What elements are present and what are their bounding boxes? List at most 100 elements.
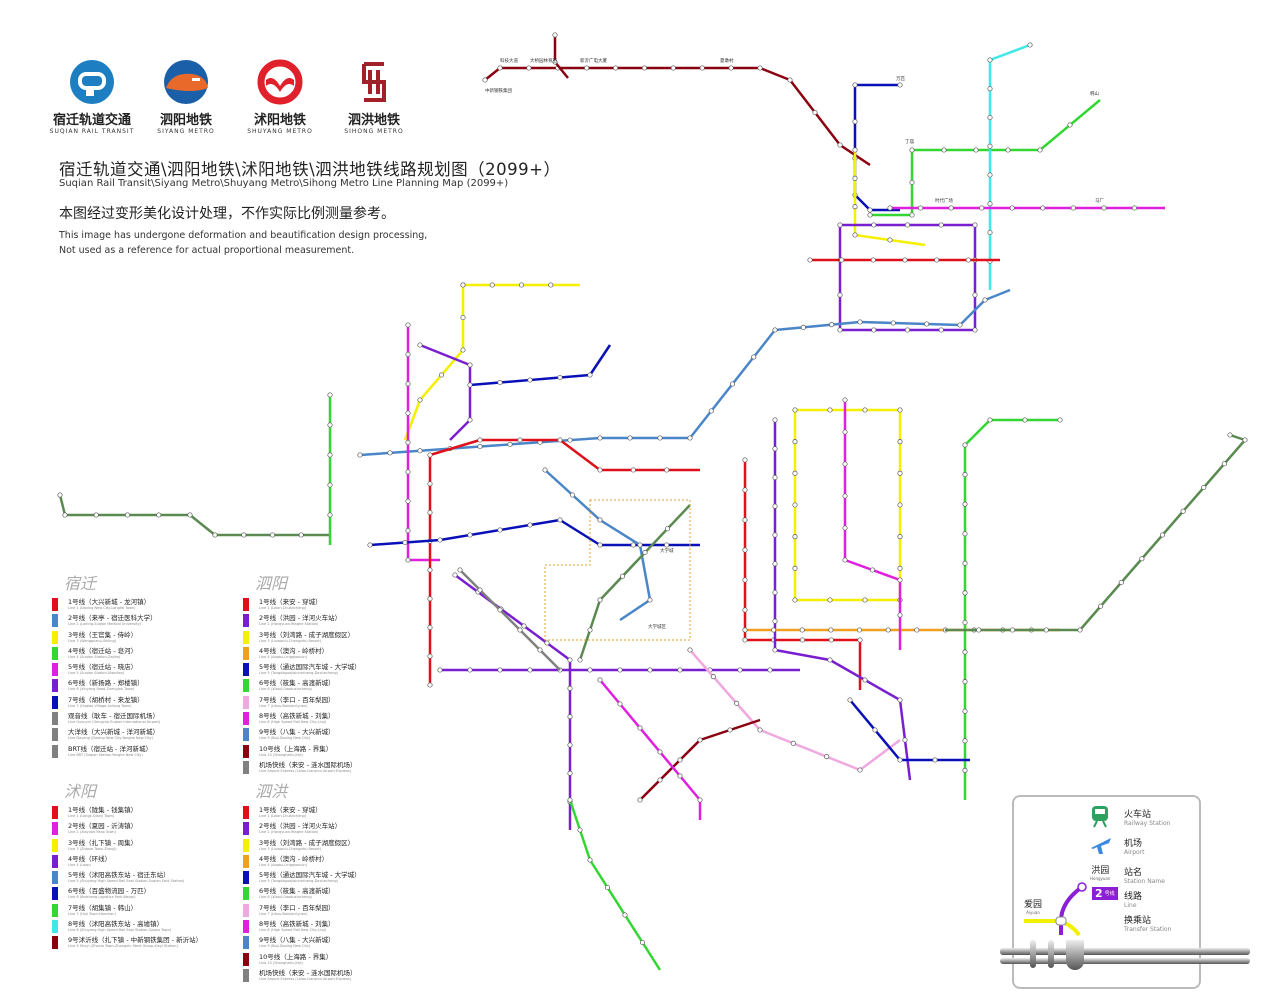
station-marker[interactable] — [57, 492, 63, 498]
station-marker[interactable] — [417, 397, 423, 403]
station-marker[interactable] — [156, 512, 162, 518]
station-marker[interactable] — [1101, 205, 1107, 211]
station-marker[interactable] — [904, 222, 911, 228]
station-marker[interactable] — [914, 627, 920, 633]
station-marker[interactable] — [687, 647, 693, 653]
station-marker[interactable] — [1098, 603, 1104, 609]
station-marker[interactable] — [477, 437, 483, 443]
station-marker[interactable] — [869, 567, 876, 573]
station-marker[interactable] — [842, 525, 848, 531]
station-marker[interactable] — [437, 537, 443, 543]
station-marker[interactable] — [587, 372, 593, 378]
station-marker[interactable] — [477, 443, 483, 450]
station-marker[interactable] — [962, 708, 968, 714]
station-marker[interactable] — [597, 597, 603, 603]
station-marker[interactable] — [187, 512, 193, 518]
station-marker[interactable] — [567, 742, 573, 748]
station-marker[interactable] — [828, 627, 834, 633]
station-marker[interactable] — [517, 627, 523, 633]
station-marker[interactable] — [427, 682, 433, 688]
station-marker[interactable] — [212, 532, 218, 538]
station-marker[interactable] — [1180, 508, 1186, 514]
station-marker[interactable] — [327, 452, 333, 458]
station-marker[interactable] — [772, 417, 778, 423]
station-marker[interactable] — [742, 627, 748, 633]
station-marker[interactable] — [467, 667, 473, 673]
station-marker[interactable] — [1005, 147, 1011, 153]
station-marker[interactable] — [567, 770, 573, 776]
station-marker[interactable] — [327, 392, 333, 398]
station-marker[interactable] — [742, 487, 748, 493]
station-marker[interactable] — [979, 205, 985, 211]
station-marker[interactable] — [902, 737, 908, 743]
station-marker[interactable] — [584, 65, 590, 71]
station-marker[interactable] — [941, 147, 947, 153]
station-marker[interactable] — [597, 542, 603, 548]
station-marker[interactable] — [897, 82, 903, 88]
station-marker[interactable] — [792, 502, 798, 508]
station-marker[interactable] — [657, 777, 663, 783]
station-marker[interactable] — [839, 257, 845, 263]
station-marker[interactable] — [987, 172, 993, 178]
station-marker[interactable] — [567, 437, 573, 443]
station-marker[interactable] — [552, 59, 558, 65]
station-marker[interactable] — [897, 577, 903, 583]
station-marker[interactable] — [497, 65, 503, 71]
station-marker[interactable] — [1043, 627, 1049, 633]
station-marker[interactable] — [857, 637, 863, 643]
station-marker[interactable] — [824, 754, 830, 760]
station-marker[interactable] — [437, 667, 443, 673]
station-marker[interactable] — [852, 119, 858, 125]
station-marker[interactable] — [962, 590, 968, 596]
station-marker[interactable] — [637, 725, 643, 731]
station-marker[interactable] — [405, 439, 411, 446]
station-marker[interactable] — [871, 222, 877, 228]
station-marker[interactable] — [405, 351, 411, 357]
station-marker[interactable] — [772, 474, 778, 481]
station-marker[interactable] — [542, 467, 548, 473]
station-marker[interactable] — [771, 627, 777, 633]
station-marker[interactable] — [637, 542, 643, 548]
station-marker[interactable] — [742, 457, 748, 463]
station-marker[interactable] — [792, 439, 798, 445]
station-marker[interactable] — [548, 282, 554, 288]
station-marker[interactable] — [241, 532, 247, 538]
station-marker[interactable] — [737, 667, 743, 673]
station-marker[interactable] — [557, 517, 563, 523]
station-marker[interactable] — [677, 757, 683, 763]
station-marker[interactable] — [497, 379, 503, 386]
station-marker[interactable] — [1057, 417, 1063, 423]
station-marker[interactable] — [298, 532, 304, 538]
station-marker[interactable] — [518, 282, 525, 288]
station-marker[interactable] — [897, 502, 903, 508]
station-marker[interactable] — [862, 597, 868, 603]
station-marker[interactable] — [904, 327, 911, 333]
station-marker[interactable] — [812, 109, 818, 116]
station-marker[interactable] — [772, 532, 778, 538]
station-marker[interactable] — [639, 939, 646, 946]
station-marker[interactable] — [427, 567, 433, 573]
station-marker[interactable] — [497, 667, 503, 673]
station-marker[interactable] — [62, 512, 68, 518]
station-marker[interactable] — [842, 397, 848, 403]
station-marker[interactable] — [537, 647, 543, 653]
station-marker[interactable] — [742, 577, 748, 583]
station-marker[interactable] — [837, 292, 843, 298]
station-marker[interactable] — [837, 327, 843, 333]
station-marker[interactable] — [934, 257, 940, 263]
station-marker[interactable] — [1009, 627, 1016, 633]
station-marker[interactable] — [507, 441, 513, 447]
station-marker[interactable] — [642, 549, 648, 556]
station-marker[interactable] — [857, 767, 863, 773]
station-marker[interactable] — [697, 797, 703, 803]
station-marker[interactable] — [924, 321, 930, 327]
station-marker[interactable] — [569, 492, 576, 498]
station-marker[interactable] — [387, 450, 393, 456]
station-marker[interactable] — [1027, 42, 1033, 48]
station-marker[interactable] — [657, 435, 663, 441]
station-marker[interactable] — [842, 493, 848, 499]
station-marker[interactable] — [842, 461, 848, 467]
station-marker[interactable] — [1067, 122, 1073, 128]
station-marker[interactable] — [842, 557, 848, 563]
station-marker[interactable] — [962, 501, 968, 507]
